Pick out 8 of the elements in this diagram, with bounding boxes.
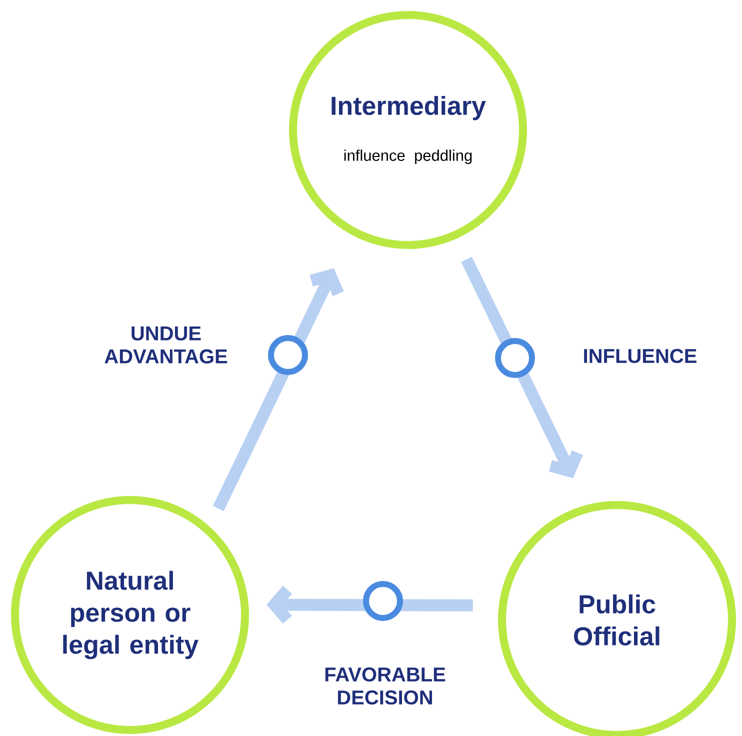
circle-node: Natural person or legal entity — [11, 496, 249, 734]
edge-label: INFLUENCE — [584, 348, 696, 364]
arrow — [212, 268, 344, 512]
arrow — [266, 586, 473, 624]
edge-label: UNDUE ADVANTAGE — [104, 326, 228, 364]
edge-label: FAVORABLE DECISION — [325, 667, 446, 705]
circle-node: Intermediary influence peddling — [289, 11, 527, 249]
arrow — [461, 256, 583, 478]
